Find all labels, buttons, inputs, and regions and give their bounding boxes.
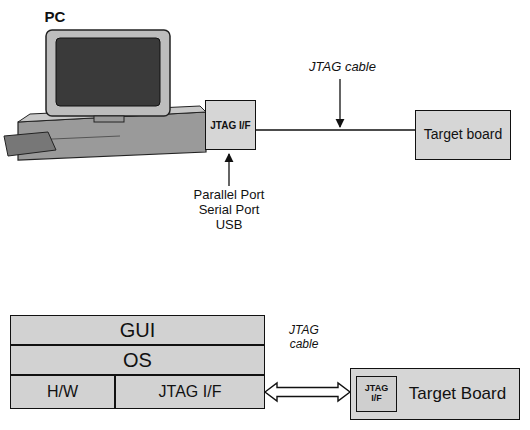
node-text: JTAG I/F: [159, 383, 222, 401]
target-box: Target Board JTAG I/F: [350, 368, 520, 420]
port-pointer: [228, 154, 229, 186]
node-text: OS: [123, 349, 152, 371]
target-box: Target board: [415, 110, 511, 160]
node-text: Target Board: [409, 385, 506, 404]
interface-box: JTAG I/F: [205, 100, 256, 150]
layer-box: H/W: [10, 375, 115, 409]
cable-pointer: [339, 79, 340, 127]
interface-box: JTAG I/F: [115, 375, 265, 409]
node-text: JTAG I/F: [210, 120, 250, 131]
node-text: GUI: [120, 319, 156, 341]
node-text: H/W: [47, 383, 78, 401]
layer-band: GUI: [10, 315, 265, 345]
layer-band: OS: [10, 345, 265, 375]
pc-monitor: [46, 30, 170, 116]
port-label: Parallel Port: [164, 188, 294, 203]
cable-line: [256, 129, 415, 131]
node-text: Target board: [424, 127, 503, 142]
port-label: Serial Port: [164, 203, 294, 218]
cable-label: JTAG cable: [275, 324, 333, 352]
port-label: USB: [164, 218, 294, 233]
pc-keyboard: [4, 132, 56, 156]
cable-label: JTAG cable: [295, 60, 390, 75]
double-arrow: [265, 383, 350, 401]
interface-box: JTAG I/F: [356, 376, 397, 412]
pc-screen: [56, 38, 160, 106]
node-text: JTAG I/F: [360, 384, 393, 404]
pc-label: PC: [30, 8, 80, 25]
